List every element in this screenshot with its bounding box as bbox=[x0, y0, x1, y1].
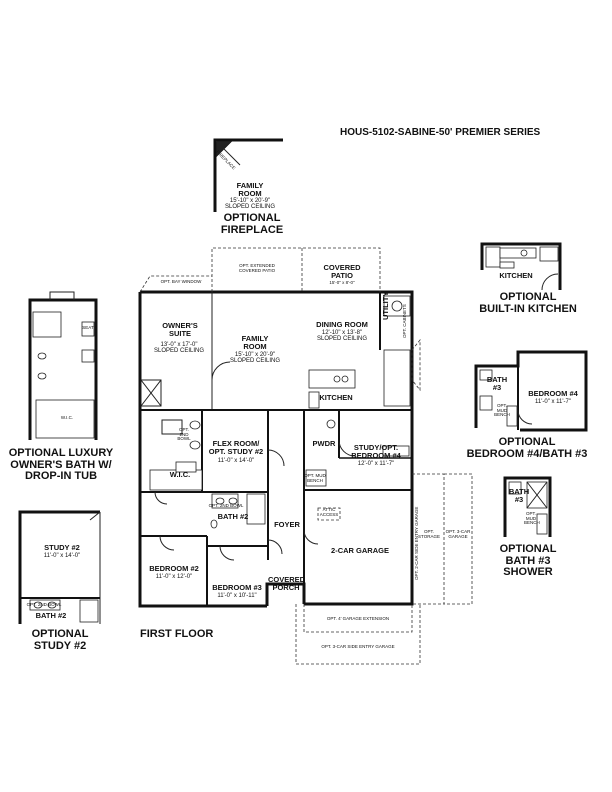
bedroom2-label: BEDROOM #2 bbox=[149, 564, 199, 573]
main-house-walls bbox=[138, 290, 414, 608]
study2-inset bbox=[18, 510, 101, 624]
covered-patio-dims: 15'-0" x 8'-0" bbox=[329, 280, 355, 285]
caption-optional-study2: OPTIONAL STUDY #2 bbox=[31, 628, 89, 652]
inset-family-room-dims: 15'-10" x 20'-9" SLOPED CEILING bbox=[224, 198, 275, 211]
opt-3car-side-note: OPT. 3-CAR SIDE ENTRY GARAGE bbox=[321, 644, 395, 649]
owners-2nd-bowl-note: OPT. 2ND BOWL bbox=[177, 427, 191, 442]
opt-cabinets-note: OPT. CABINETS bbox=[402, 304, 407, 338]
owners-wic-label: W.I.C. bbox=[169, 470, 191, 479]
opt-3car-garage-note: OPT. 3-CAR GARAGE bbox=[445, 529, 471, 539]
study-bed4-dims: 12'-0" x 11'-7" bbox=[357, 461, 395, 467]
caption-optional-bath3-shower: OPTIONAL BATH #3 SHOWER bbox=[499, 543, 557, 579]
dining-room-dims: 12'-10" x 13'-8" SLOPED CEILING bbox=[316, 330, 367, 343]
optional-dashed-areas bbox=[139, 247, 473, 665]
dining-room-label: DINING ROOM bbox=[316, 320, 368, 329]
family-room-label: FAMILY ROOM bbox=[241, 334, 269, 351]
utility-label: UTILITY bbox=[381, 291, 390, 320]
bath2-label: BATH #2 bbox=[217, 512, 249, 521]
fireplace-inset-walls bbox=[213, 138, 283, 212]
inset-study2-bath-label: BATH #2 bbox=[35, 611, 67, 620]
inset-bedroom4-dims: 11'-0" x 11'-7" bbox=[534, 399, 571, 405]
owners-suite-label: OWNER'S SUITE bbox=[162, 321, 198, 338]
bath3-shower-inset bbox=[503, 476, 552, 537]
bedroom3-dims: 11'-0" x 10'-11" bbox=[217, 593, 257, 599]
caption-optional-luxury-bath: OPTIONAL LUXURY OWNER'S BATH W/ DROP-IN … bbox=[8, 447, 114, 483]
kitchen-label: KITCHEN bbox=[319, 393, 353, 402]
family-room-dims: 15'-10" x 20'-9" SLOPED CEILING bbox=[229, 352, 280, 365]
bath2-2nd-bowl-note: OPT. 2ND BOWL bbox=[208, 503, 244, 508]
caption-optional-fireplace: OPTIONAL FIREPLACE bbox=[220, 212, 284, 236]
builtin-kitchen-inset bbox=[480, 242, 562, 291]
bedroom2-dims: 11'-0" x 12'-0" bbox=[155, 574, 193, 580]
flex-room-dims: 11'-0" x 14'-0" bbox=[217, 458, 255, 464]
opt-bay-window-note: OPT. BAY WINDOW bbox=[160, 279, 202, 284]
inset-study2-label: STUDY #2 bbox=[44, 543, 80, 552]
garage-label: 2-CAR GARAGE bbox=[331, 546, 389, 555]
inset-family-room-label: FAMILY ROOM bbox=[236, 181, 264, 198]
inset-bedroom4-label: BEDROOM #4 bbox=[528, 389, 578, 398]
opt-storage-note: OPT. STORAGE bbox=[418, 529, 440, 539]
opt-2car-side-note: OPT. 2-CAR SIDE ENTRY GARAGE bbox=[414, 506, 419, 580]
opt-mud-bench-note: OPT. MUD BENCH bbox=[304, 473, 326, 483]
inset-study2-bowl-note: OPT. 2ND BOWL bbox=[26, 602, 62, 607]
inset-kitchen-label: KITCHEN bbox=[499, 271, 533, 280]
inset-seat-label: SEAT bbox=[82, 325, 94, 330]
inset2-bath3-label: BATH #3 bbox=[508, 487, 530, 504]
plan-title: HOUS-5102-SABINE-50' PREMIER SERIES bbox=[340, 127, 541, 138]
attic-access-note: ATTIC ACCESS bbox=[319, 507, 339, 517]
bedroom3-label: BEDROOM #3 bbox=[212, 583, 262, 592]
owners-suite-dims: 13'-0" x 17'-0" SLOPED CEILING bbox=[153, 342, 204, 355]
inset-luxury-wic-label: W.I.C. bbox=[60, 415, 74, 420]
opt-extended-patio-note: OPT. EXTENDED COVERED PATIO bbox=[238, 263, 276, 273]
pwdr-label: PWDR bbox=[312, 439, 336, 448]
covered-patio-label: COVERED PATIO bbox=[323, 263, 361, 280]
foyer-label: FOYER bbox=[274, 520, 300, 529]
inset-bed4-mud-note: OPT. MUD BENCH bbox=[494, 403, 510, 418]
bed4-bath3-inset bbox=[474, 350, 588, 432]
caption-first-floor: FIRST FLOOR bbox=[140, 628, 214, 640]
caption-optional-builtin-kitchen: OPTIONAL BUILT-IN KITCHEN bbox=[479, 291, 577, 315]
caption-optional-bed4-bath3: OPTIONAL BEDROOM #4/BATH #3 bbox=[466, 436, 588, 460]
luxury-bath-inset bbox=[28, 291, 98, 440]
inset-bath3-label: BATH #3 bbox=[486, 375, 508, 392]
inset2-mud-note: OPT. MUD BENCH bbox=[524, 511, 540, 526]
inset-study2-dims: 11'-0" x 14'-0" bbox=[43, 553, 81, 559]
study-bed4-label: STUDY/OPT. BEDROOM #4 bbox=[351, 443, 401, 460]
flex-room-label: FLEX ROOM/ OPT. STUDY #2 bbox=[208, 439, 264, 456]
covered-porch-label: COVERED PORCH bbox=[268, 575, 306, 592]
opt-garage-extension-note: OPT. 4' GARAGE EXTENSION bbox=[326, 616, 390, 621]
